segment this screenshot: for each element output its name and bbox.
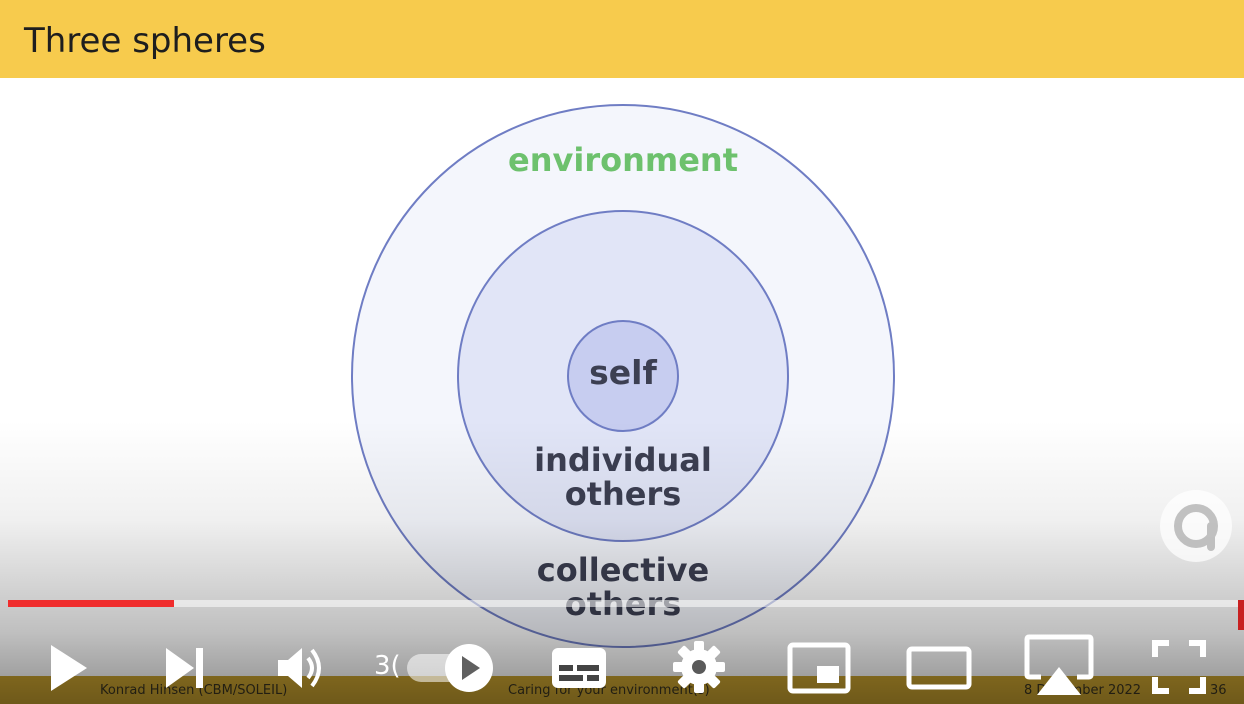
progress-bar[interactable] <box>8 600 1238 607</box>
footer-page-number: 36 <box>1210 683 1227 698</box>
airplay-icon <box>1024 634 1094 695</box>
self-circle <box>567 320 679 432</box>
collective-others-label: collective others <box>536 551 710 623</box>
individual-others-label: individual others <box>534 441 712 513</box>
next-icon <box>166 648 203 688</box>
fullscreen-button[interactable] <box>1148 636 1210 698</box>
play-button[interactable] <box>40 638 96 698</box>
autoplay-toggle[interactable] <box>405 642 497 694</box>
slide-header-bar <box>0 0 1244 78</box>
subtitles-button[interactable] <box>549 638 609 698</box>
environment-circle <box>351 104 895 648</box>
subtitles-icon <box>552 648 606 688</box>
volume-button[interactable] <box>272 638 328 698</box>
slide-title: Three spheres <box>24 21 266 61</box>
miniplayer-button[interactable] <box>786 638 852 698</box>
channel-watermark-icon[interactable] <box>1159 489 1233 563</box>
self-label: self <box>589 353 657 392</box>
theater-mode-icon <box>906 646 972 690</box>
volume-icon <box>278 648 321 688</box>
miniplayer-icon <box>787 642 851 694</box>
progress-played <box>8 600 175 607</box>
settings-button[interactable] <box>669 636 729 698</box>
progress-end-marker <box>1238 600 1244 630</box>
slide-footer-bar <box>0 676 1244 704</box>
footer-author: Konrad Hinsen (CBM/SOLEIL) <box>100 683 288 698</box>
theater-mode-button[interactable] <box>904 638 974 698</box>
gear-icon <box>673 641 725 693</box>
airplay-button[interactable] <box>1022 632 1096 698</box>
next-button[interactable] <box>156 638 212 698</box>
play-icon <box>51 645 87 691</box>
environment-label: environment <box>508 141 738 179</box>
autoplay-toggle-icon <box>407 644 493 692</box>
time-display: 3( <box>374 651 401 681</box>
fullscreen-icon <box>1152 640 1206 694</box>
